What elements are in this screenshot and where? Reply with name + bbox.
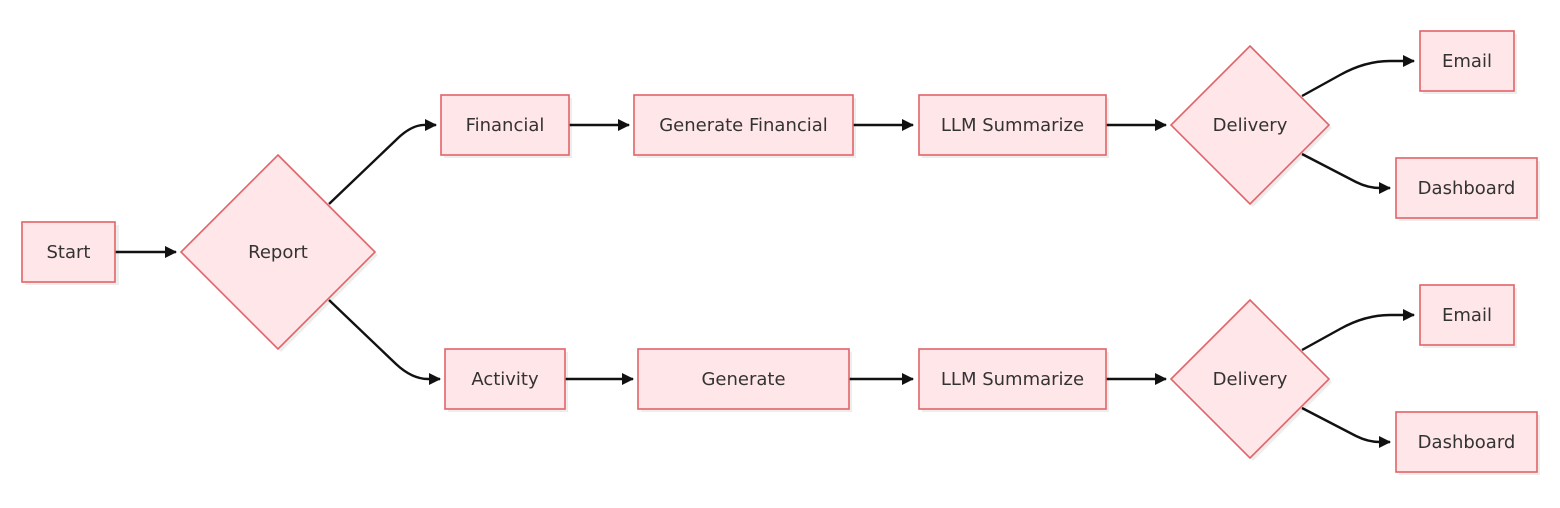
email-bottom-node[interactable]: Email: [1419, 284, 1517, 348]
llm-summarize-top-label: LLM Summarize: [941, 115, 1084, 136]
edges: [115, 55, 1415, 448]
start-label: Start: [47, 242, 91, 263]
report-decision-node[interactable]: Report: [179, 153, 378, 352]
activity-node[interactable]: Activity: [444, 348, 568, 412]
email-bottom-label: Email: [1442, 305, 1492, 326]
delivery-top-label: Delivery: [1213, 115, 1288, 136]
edge-report-to-activity: [328, 299, 441, 385]
financial-node[interactable]: Financial: [440, 94, 572, 158]
financial-label: Financial: [466, 115, 545, 136]
edge-delivery-bottom-to-email-bottom: [1301, 309, 1415, 352]
delivery-bottom-decision-node[interactable]: Delivery: [1169, 298, 1332, 461]
dashboard-top-label: Dashboard: [1418, 178, 1516, 199]
generate-label: Generate: [701, 369, 785, 390]
edge-report-to-financial: [328, 119, 437, 205]
email-top-label: Email: [1442, 51, 1492, 72]
generate-node[interactable]: Generate: [637, 348, 852, 412]
delivery-bottom-label: Delivery: [1213, 369, 1288, 390]
email-top-node[interactable]: Email: [1419, 30, 1517, 94]
edge-delivery-bottom-to-dashboard-bottom: [1301, 406, 1391, 448]
delivery-top-decision-node[interactable]: Delivery: [1169, 44, 1332, 207]
edge-delivery-top-to-email-top: [1301, 55, 1415, 98]
generate-financial-node[interactable]: Generate Financial: [633, 94, 856, 158]
report-label: Report: [248, 242, 308, 263]
activity-label: Activity: [471, 369, 539, 390]
llm-summarize-bottom-label: LLM Summarize: [941, 369, 1084, 390]
dashboard-top-node[interactable]: Dashboard: [1395, 157, 1540, 221]
start-node[interactable]: Start: [21, 221, 119, 285]
edge-delivery-top-to-dashboard-top: [1301, 152, 1391, 194]
dashboard-bottom-label: Dashboard: [1418, 432, 1516, 453]
generate-financial-label: Generate Financial: [659, 115, 828, 136]
dashboard-bottom-node[interactable]: Dashboard: [1395, 411, 1540, 475]
llm-summarize-top-node[interactable]: LLM Summarize: [918, 94, 1109, 158]
nodes: Start Report Financial Activity Generate…: [21, 30, 1540, 475]
llm-summarize-bottom-node[interactable]: LLM Summarize: [918, 348, 1109, 412]
